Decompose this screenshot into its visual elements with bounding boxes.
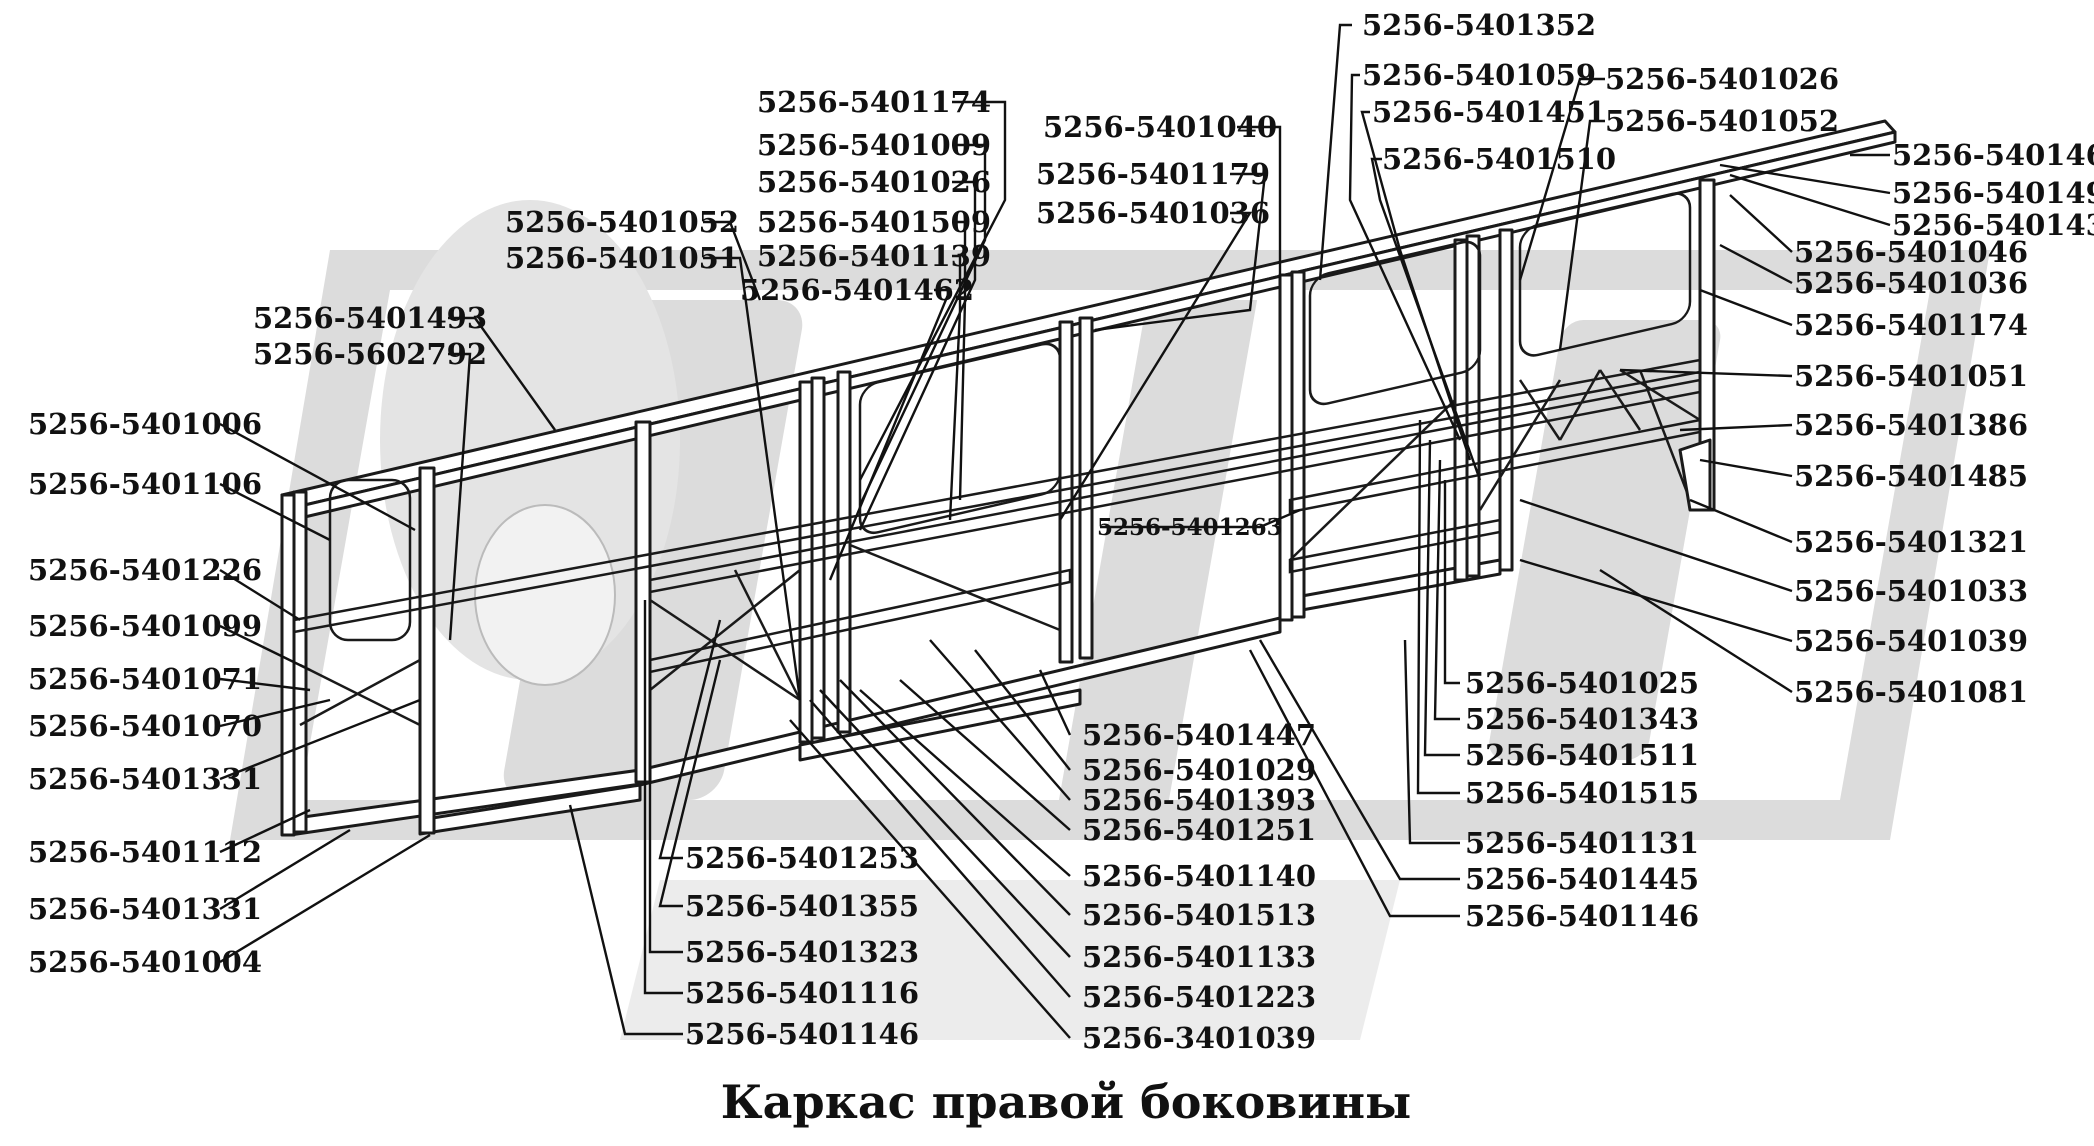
part-label: 5256-5401513 [1082,898,1316,932]
part-label: 5256-5401052 [1605,104,1839,138]
part-label: 5256-5401004 [28,945,262,979]
part-label: 5256-5401321 [1794,525,2028,559]
part-label: 5256-5401510 [1382,142,1616,176]
part-label: 5256-5401139 [757,239,991,273]
part-label: 5256-5401323 [685,935,919,969]
part-label: 5256-5401451 [1372,95,1606,129]
part-label: 5256-5401046 [1794,235,2028,269]
part-label: 5256-5401051 [1794,359,2028,393]
part-label: 5256-5401131 [1465,826,1699,860]
part-label: 5256-5401099 [28,609,262,643]
part-label: 5256-5401040 [1043,110,1277,144]
part-label: 5256-5401026 [1605,62,1839,96]
labels-upper-left: 5256-5401493 5256-5602792 5256-5401052 5… [253,205,739,371]
part-label: 5256-5401331 [28,762,262,796]
part-label: 5256-5401437 [1892,208,2094,242]
part-label: 5256-5401447 [1082,718,1316,752]
part-label: 5256-5401026 [757,165,991,199]
part-label: 5256-5401493 [253,301,487,335]
part-label: 5256-5401251 [1082,813,1316,847]
part-label: 5256-5602792 [253,337,487,371]
part-label: 5256-5401133 [1082,940,1316,974]
part-label: 5256-5401009 [757,128,991,162]
part-label: 5256-5401025 [1465,666,1699,700]
labels-left: 5256-5401006 5256-5401106 5256-5401226 5… [28,407,262,979]
part-label: 5256-5401331 [28,892,262,926]
part-label: 5256-5401051 [505,241,739,275]
part-label: 5256-5401174 [1794,308,2028,342]
frame-structure [280,119,1897,837]
part-label: 5256-5401386 [1794,408,2028,442]
part-label: 5256-5401511 [1465,738,1699,772]
part-label: 5256-5401081 [1794,675,2028,709]
part-label: 5256-5401355 [685,889,919,923]
part-label: 5256-3401039 [1082,1021,1316,1055]
part-label: 5256-5401226 [28,553,262,587]
watermark-logo [230,200,1990,1040]
part-label: 5256-5401033 [1794,574,2028,608]
part-label: 5256-5401140 [1082,859,1316,893]
part-label: 5256-5401223 [1082,980,1316,1014]
part-label: 5256-5401036 [1794,266,2028,300]
part-label: 5256-5401393 [1082,783,1316,817]
part-label: 5256-5401485 [1794,459,2028,493]
part-label: 5256-5401116 [685,976,919,1010]
part-label: 5256-5401515 [1465,776,1699,810]
part-label: 5256-5401466 [1892,138,2094,172]
part-label: 5256-5401112 [28,835,262,869]
part-label: 5256-5401146 [1465,899,1699,933]
part-label: 5256-5401263 [1097,514,1283,541]
part-label: 5256-5401179 [1036,157,1270,191]
part-label: 5256-5401493 [1892,176,2094,210]
part-label: 5256-5401070 [28,709,262,743]
diagram-title: Каркас правой боковины [721,1075,1411,1129]
part-label: 5256-5401059 [1362,58,1596,92]
part-label: 5256-5401146 [685,1017,919,1051]
part-label: 5256-5401036 [1036,196,1270,230]
part-label: 5256-5401106 [28,467,262,501]
labels-top-center: 5256-5401174 5256-5401009 5256-5401026 5… [740,85,1277,307]
part-label: 5256-5401039 [1794,624,2028,658]
part-label: 5256-5401071 [28,662,262,696]
part-label: 5256-5401509 [757,205,991,239]
part-label: 5256-5401006 [28,407,262,441]
part-label: 5256-5401052 [505,205,739,239]
part-label: 5256-5401029 [1082,753,1316,787]
part-label: 5256-5401462 [740,273,974,307]
labels-right: 5256-5401466 5256-5401493 5256-5401437 5… [1794,138,2094,709]
part-label: 5256-5401174 [757,85,991,119]
part-label: 5256-5401352 [1362,8,1596,42]
labels-bottom-mid: 5256-5401447 5256-5401029 5256-5401393 5… [1082,718,1316,1055]
labels-bottom-right: 5256-5401025 5256-5401343 5256-5401511 5… [1465,666,1699,933]
leader-lines [219,23,1891,1039]
part-label: 5256-5401253 [685,841,919,875]
labels-bottom-center: 5256-5401253 5256-5401355 5256-5401323 5… [685,841,919,1051]
part-label: 5256-5401445 [1465,862,1699,896]
labels-top-right: 5256-5401352 5256-5401059 5256-5401451 5… [1362,8,1839,176]
part-label: 5256-5401343 [1465,702,1699,736]
